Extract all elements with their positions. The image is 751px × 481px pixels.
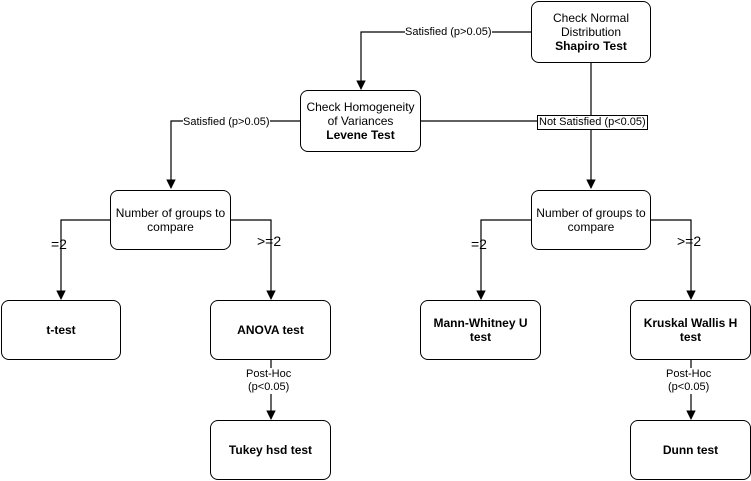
edge-label-satisfied-top: Satisfied (p>0.05)	[405, 26, 492, 39]
anova-node: ANOVA test	[210, 300, 331, 360]
groups-right-node: Number of groups to compare	[531, 190, 651, 250]
edge-homogeneity-to-groups-left	[166, 120, 300, 189]
edge-label-ge-2-left: >=2	[257, 233, 282, 249]
tukey-hsd-node: Tukey hsd test	[210, 420, 331, 480]
node-text: Distribution	[560, 25, 622, 39]
check-homogeneity-node: Check Homogeneity of Variances Levene Te…	[300, 90, 421, 152]
node-test-name: Mann-Whitney U	[433, 316, 528, 330]
node-text: Number of groups to	[536, 206, 646, 220]
edge-label-posthoc-left: Post-Hoc (p<0.05)	[246, 368, 292, 394]
edge-label-ge-2-right: >=2	[677, 233, 702, 249]
edge-groups-left-to-ttest	[56, 219, 110, 300]
node-text: compare	[567, 220, 615, 234]
dunn-test-node: Dunn test	[630, 420, 751, 480]
mann-whitney-node: Mann-Whitney U test	[420, 300, 541, 360]
node-test-name: Kruskal Wallis H	[643, 316, 738, 330]
node-test-name: t-test	[46, 323, 76, 337]
posthoc-condition: (p<0.05)	[667, 381, 710, 393]
node-test-name: Shapiro Test	[555, 39, 627, 53]
kruskal-wallis-node: Kruskal Wallis H test	[630, 300, 751, 360]
node-test-name: test	[679, 330, 702, 344]
edge-groups-right-to-mann	[476, 219, 531, 300]
node-text: of Variances	[327, 114, 394, 128]
posthoc-text: Post-Hoc	[666, 368, 712, 380]
node-test-name: test	[469, 330, 492, 344]
edge-normal-to-homogeneity	[356, 31, 531, 90]
edge-groups-left-to-anova	[231, 219, 276, 300]
groups-left-node: Number of groups to compare	[110, 190, 231, 250]
node-text: Check Normal	[552, 11, 630, 25]
posthoc-text: Post-Hoc	[246, 368, 292, 380]
node-test-name: Levene Test	[326, 128, 395, 142]
node-text: Check Homogeneity	[306, 100, 415, 114]
edge-label-posthoc-right: Post-Hoc (p<0.05)	[666, 368, 712, 394]
edge-label-equal-2-left: =2	[51, 236, 67, 252]
node-text: Number of groups to	[115, 206, 226, 220]
edge-label-satisfied-left: Satisfied (p>0.05)	[183, 116, 270, 129]
posthoc-condition: (p<0.05)	[247, 381, 290, 393]
edge-label-not-satisfied: Not Satisfied (p<0.05)	[537, 115, 648, 130]
node-test-name: Tukey hsd test	[228, 443, 313, 457]
ttest-node: t-test	[1, 300, 121, 360]
edge-groups-right-to-kruskal	[651, 219, 696, 300]
node-text: compare	[147, 220, 194, 234]
check-normal-distribution-node: Check Normal Distribution Shapiro Test	[531, 1, 651, 63]
node-test-name: ANOVA test	[237, 323, 304, 337]
edge-label-equal-2-right: =2	[471, 236, 487, 252]
node-test-name: Dunn test	[662, 443, 719, 457]
